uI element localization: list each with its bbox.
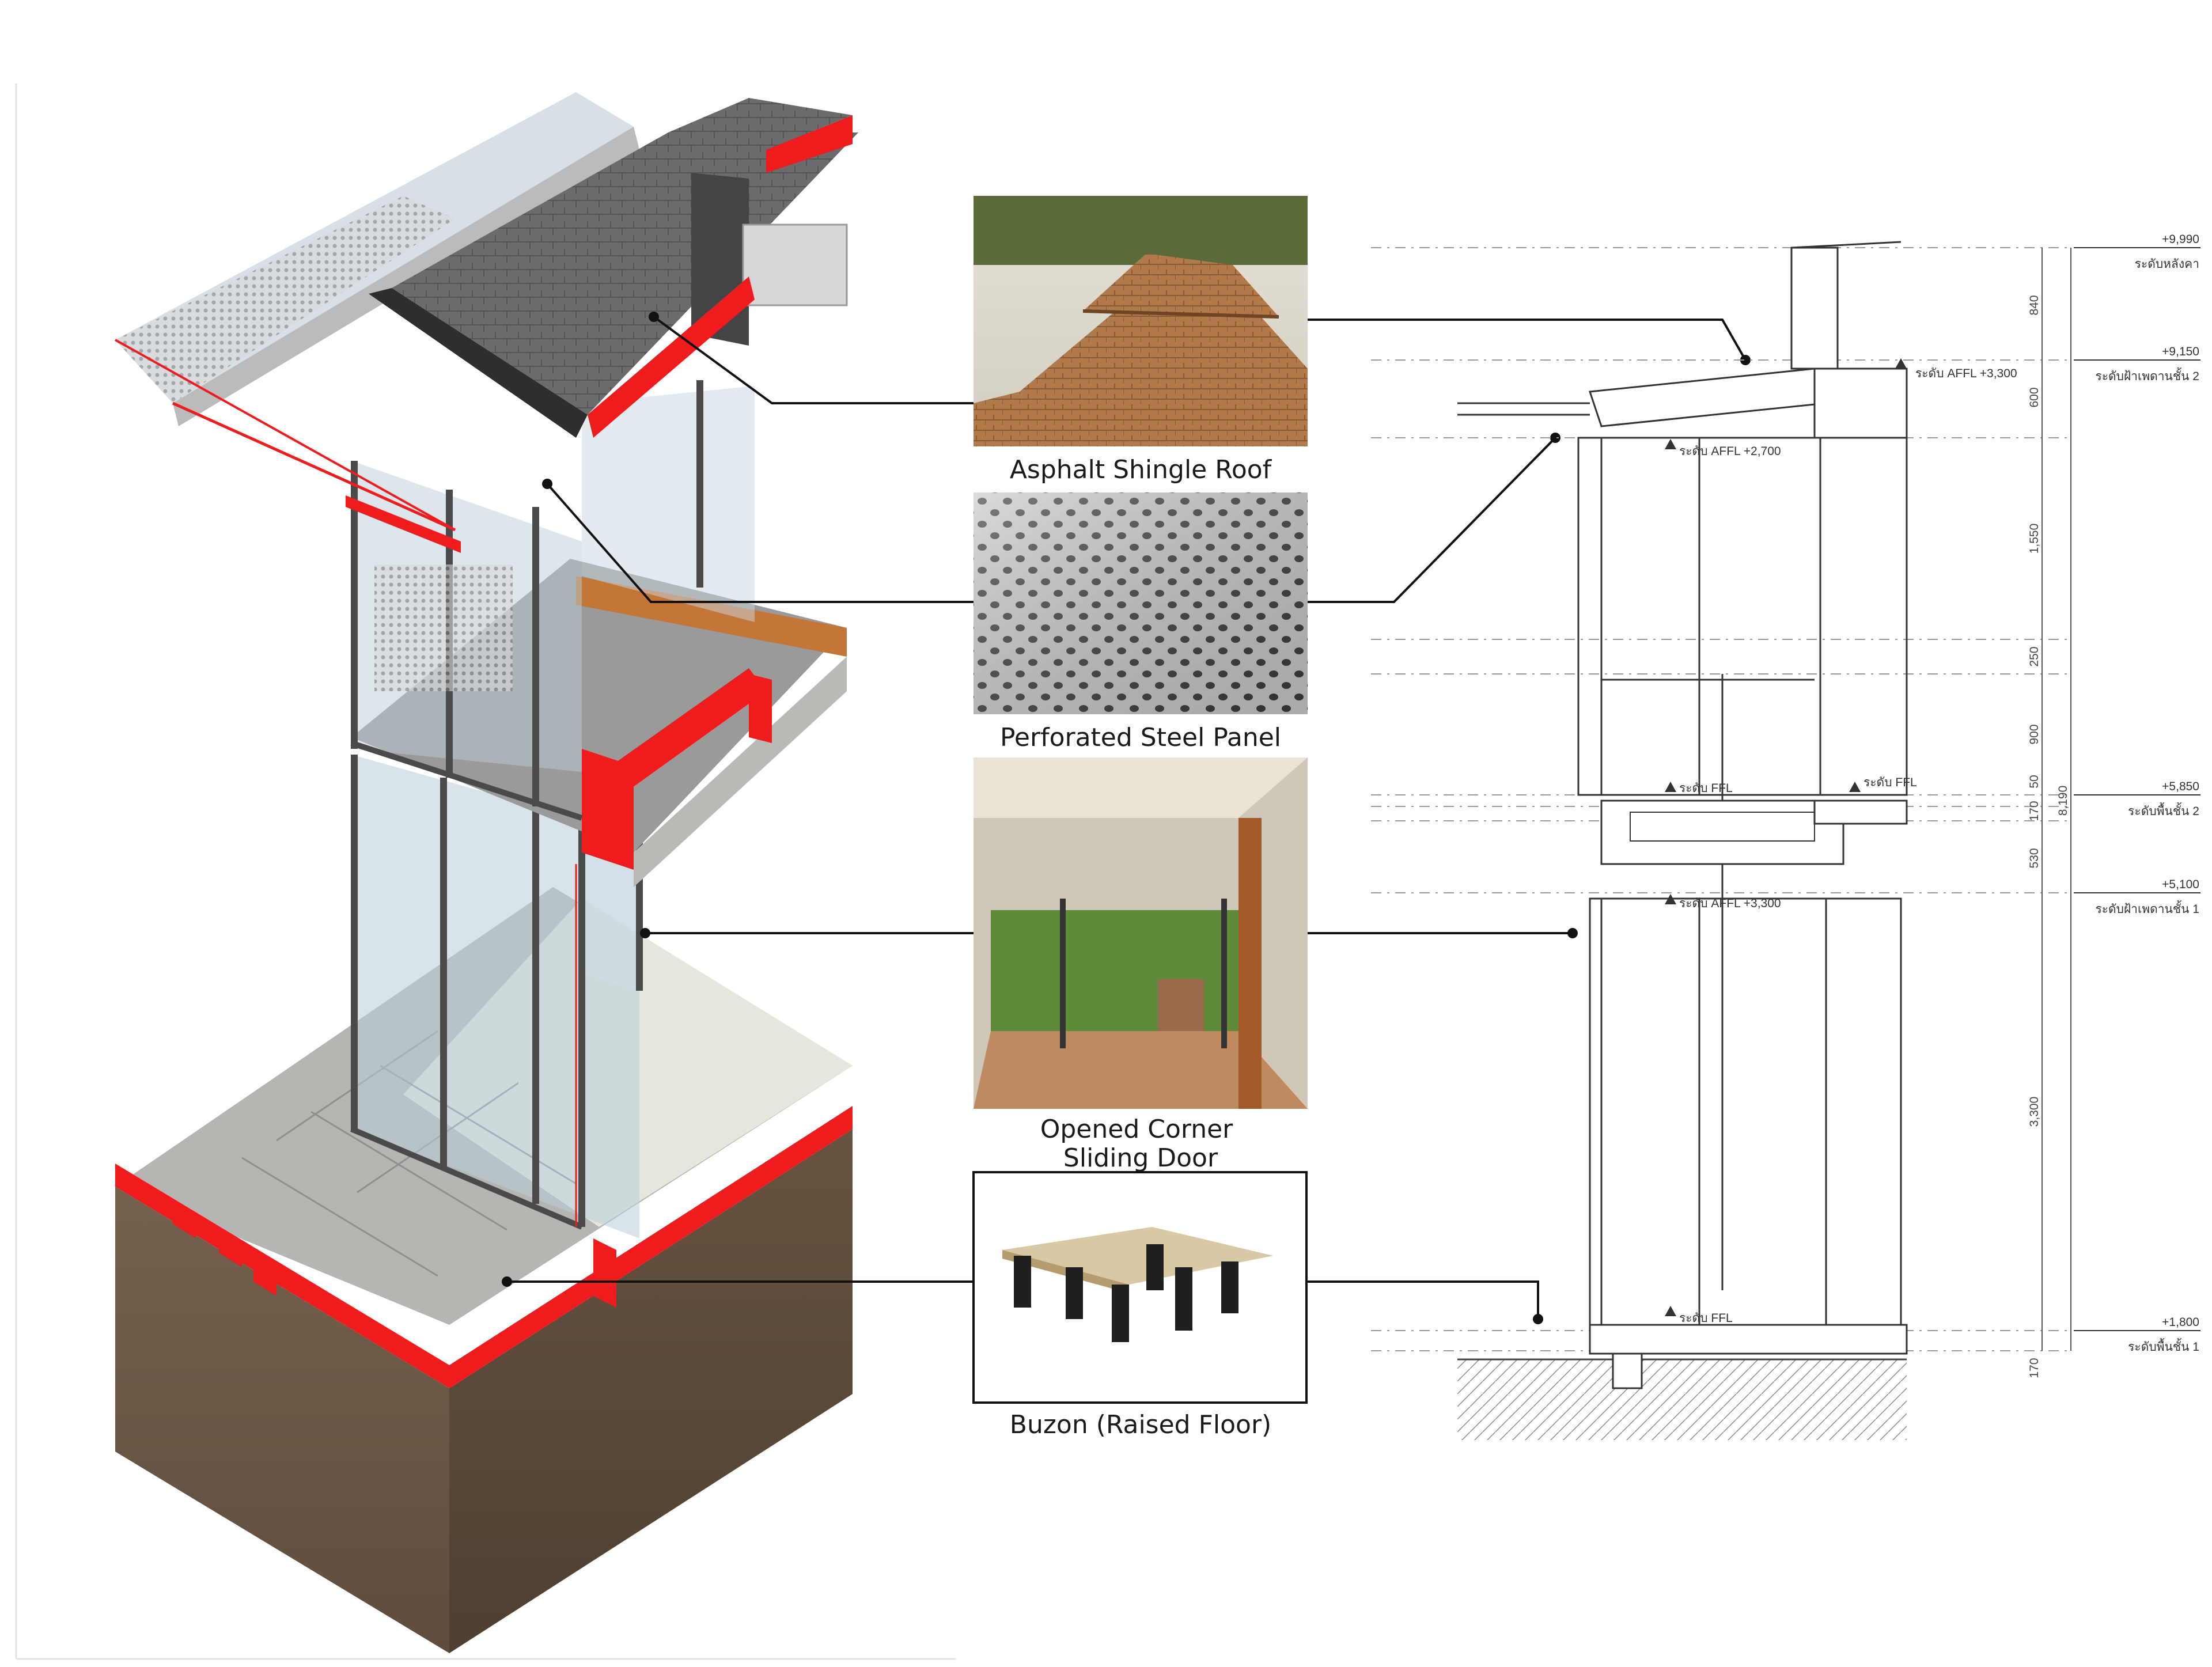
svg-text:ระดับ FFL: ระดับ FFL <box>1679 782 1733 795</box>
perforated-canopy <box>115 92 639 553</box>
level-labels: +9,990 ระดับหลังคา +9,150 ระดับฝ้าเพดานช… <box>2074 233 2200 1354</box>
slab-section-cut <box>115 1106 853 1388</box>
svg-text:ระดับ FFL: ระดับ FFL <box>1863 776 1917 789</box>
svg-text:170: 170 <box>2028 801 2041 821</box>
svg-text:8,190: 8,190 <box>2056 786 2070 816</box>
svg-text:ระดับฝ้าเพดานชั้น 2: ระดับฝ้าเพดานชั้น 2 <box>2095 368 2199 383</box>
material-caption-floor: Buzon (Raised Floor) <box>1010 1410 1271 1439</box>
svg-text:ระดับ AFFL +3,300: ระดับ AFFL +3,300 <box>1679 897 1781 910</box>
asphalt-shingle-roof <box>369 98 858 438</box>
second-floor-slab <box>351 559 847 887</box>
svg-text:900: 900 <box>2028 724 2041 744</box>
upper-floor-glazing <box>350 380 755 821</box>
svg-text:+5,100: +5,100 <box>2162 878 2199 891</box>
svg-text:+1,800: +1,800 <box>2162 1316 2199 1329</box>
svg-text:ระดับ AFFL +3,300: ระดับ AFFL +3,300 <box>1915 367 2017 380</box>
sliding-door-photo-icon <box>974 757 1308 1109</box>
raised-floor-pedestal-photo-icon <box>972 1171 1308 1404</box>
axonometric-model <box>15 84 956 1660</box>
material-caption-door: Opened Corner Sliding Door <box>1040 1115 1241 1173</box>
svg-text:ระดับฝ้าเพดานชั้น 1: ระดับฝ้าเพดานชั้น 1 <box>2095 900 2199 916</box>
svg-text:+9,150: +9,150 <box>2162 345 2199 358</box>
ground-floor-glazing <box>350 755 643 1238</box>
svg-text:ระดับหลังคา: ระดับหลังคา <box>2135 257 2199 271</box>
soil-block <box>115 1129 853 1653</box>
svg-text:+5,850: +5,850 <box>2162 780 2199 793</box>
svg-text:ระดับพื้นชั้น 1: ระดับพื้นชั้น 1 <box>2128 1338 2199 1354</box>
svg-text:600: 600 <box>2028 387 2041 407</box>
svg-text:530: 530 <box>2028 848 2041 868</box>
svg-text:3,300: 3,300 <box>2028 1097 2041 1127</box>
level-markers: ระดับ AFFL +3,300 ระดับ AFFL +2,700 ระดั… <box>1665 358 2017 1325</box>
svg-text:250: 250 <box>2028 646 2041 666</box>
svg-text:1,550: 1,550 <box>2028 524 2041 554</box>
asphalt-shingle-photo-icon <box>974 196 1308 446</box>
svg-text:ระดับ FFL: ระดับ FFL <box>1679 1312 1733 1325</box>
svg-text:ระดับพื้นชั้น 2: ระดับพื้นชั้น 2 <box>2128 802 2199 818</box>
svg-text:50: 50 <box>2028 775 2041 788</box>
leader-lines <box>507 316 1747 1319</box>
svg-text:+9,990: +9,990 <box>2162 233 2199 246</box>
section-drawing: ระดับ AFFL +3,300 ระดับ AFFL +2,700 ระดั… <box>1371 233 2200 1440</box>
perforated-steel-photo-icon <box>974 492 1308 714</box>
svg-text:170: 170 <box>2028 1358 2041 1378</box>
material-caption-roof: Asphalt Shingle Roof <box>1010 455 1272 484</box>
material-photos: Asphalt Shingle Roof Perforated Steel Pa… <box>972 196 1308 1439</box>
svg-text:ระดับ AFFL +2,700: ระดับ AFFL +2,700 <box>1679 445 1781 458</box>
dimension-chain: 840 600 1,550 250 900 50 170 530 3,300 1… <box>2028 248 2071 1378</box>
svg-text:840: 840 <box>2028 295 2041 315</box>
material-caption-panel: Perforated Steel Panel <box>1000 723 1281 752</box>
